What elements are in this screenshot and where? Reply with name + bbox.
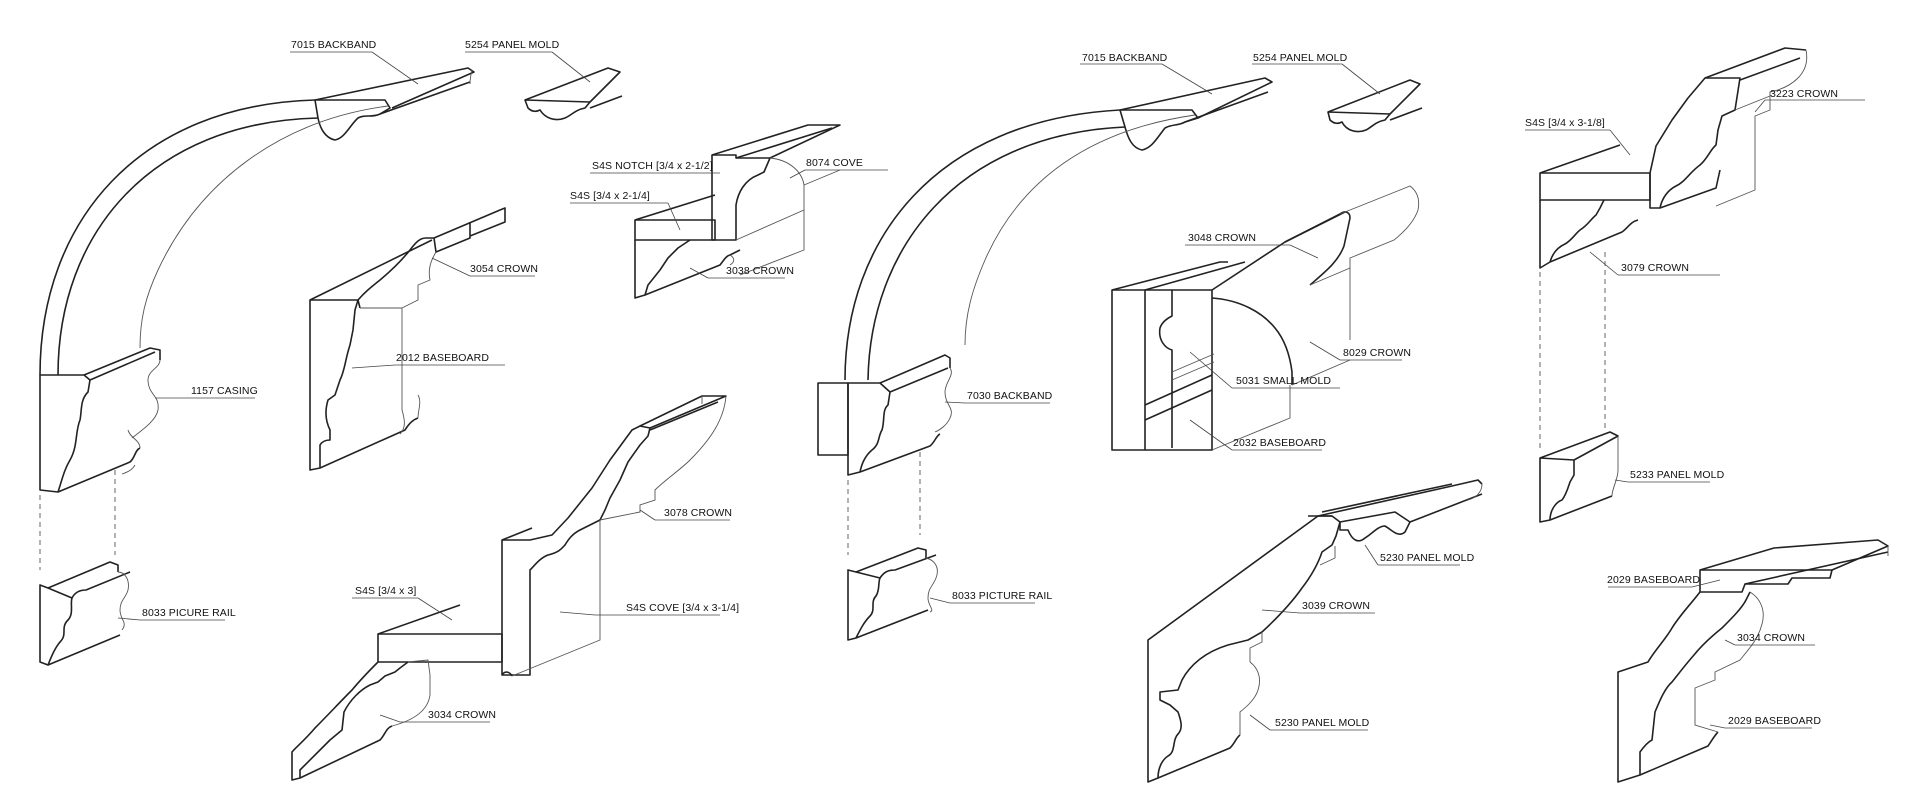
label-3048-crown: 3048 CROWN [1188,232,1257,244]
crown-3223-assembly [1539,47,1807,269]
label-2032-baseboard: 2032 BASEBOARD [1233,437,1327,449]
notch-cove-thinlines [729,157,841,276]
label-8029-crown: 8029 CROWN [1343,347,1412,359]
label-8033-picure-rail: 8033 PICURE RAIL [142,607,236,619]
label-s4s-3: S4S [3/4 x 3] [355,585,417,597]
picture-rail-1-thin [117,571,129,631]
label-7015-backband-left: 7015 BACKBAND [291,39,377,51]
label-5230-panel-mold-top: 5230 PANEL MOLD [1380,552,1475,564]
crown-3034-assembly [1617,539,1889,783]
label-3079-crown: 3079 CROWN [1621,262,1690,274]
panel-mold-5233-thin [1611,436,1619,497]
label-3078-crown: 3078 CROWN [664,507,733,519]
crown-3048-assembly [1111,211,1351,451]
label-s4s-3-1-8: S4S [3/4 x 3-1/8] [1525,117,1605,129]
label-2012-baseboard: 2012 BASEBOARD [396,352,490,364]
arched-backband-dashes [847,452,921,555]
picture-rail-1 [39,561,131,666]
picture-rail-2-thin [925,557,938,613]
label-1157-casing: 1157 CASING [191,385,258,397]
label-5254-panel-mold-left: 5254 PANEL MOLD [465,39,560,51]
label-7030-backband: 7030 BACKBAND [967,390,1053,402]
crown-3078-assembly [291,395,727,781]
label-s4s-2-1-4: S4S [3/4 x 2-1/4] [570,190,650,202]
arched-casing-assembly [39,67,475,493]
label-2029-baseboard-top: 2029 BASEBOARD [1607,574,1701,586]
label-5230-panel-mold-bottom: 5230 PANEL MOLD [1275,717,1370,729]
leader-lines [117,51,1865,731]
label-s4s-cove: S4S COVE [3/4 x 3-1/4] [626,602,740,614]
label-3034-crown-right: 3034 CROWN [1737,632,1806,644]
crown-3078-thinlines [391,395,727,727]
panel-mold-5233 [1539,431,1619,523]
crown-3054-assembly [309,207,506,471]
crown-3039-thinlines [1239,483,1483,735]
label-5031-small-mold: 5031 SMALL MOLD [1236,375,1332,387]
label-8033-picture-rail: 8033 PICTURE RAIL [952,590,1053,602]
picture-rail-2 [847,547,937,641]
label-3223-crown: 3223 CROWN [1770,88,1839,100]
label-5233-panel-mold: 5233 PANEL MOLD [1630,469,1725,481]
crown-3054-thinlines [360,251,437,435]
arched-casing-thinlines [121,69,473,475]
label-3038-crown: 3038 CROWN [726,265,795,277]
crown-3034-thinlines [1694,546,1889,733]
label-2029-baseboard-bottom: 2029 BASEBOARD [1728,715,1822,727]
crown-3039-assembly [1147,479,1483,783]
label-5254-panel-mold-right: 5254 PANEL MOLD [1253,52,1348,64]
label-8074-cove: 8074 COVE [806,157,863,169]
label-3054-crown: 3054 CROWN [470,263,539,275]
label-3039-crown: 3039 CROWN [1302,600,1371,612]
panel-mold-top-right [1327,79,1423,133]
label-3034-crown-left: 3034 CROWN [428,709,497,721]
arched-backband-assembly [817,77,1273,476]
panel-mold-top-left [524,67,623,121]
crown-3048-thinlines [1171,185,1420,451]
crown-3223-dashes [1539,252,1606,448]
label-7015-backband-right: 7015 BACKBAND [1082,52,1168,64]
arched-backband-thinlines [934,114,1196,433]
label-s4s-notch: S4S NOTCH [3/4 x 2-1/2] [592,160,713,172]
arched-casing-dashes [39,470,116,570]
crown-3223-thinlines [1715,49,1808,207]
